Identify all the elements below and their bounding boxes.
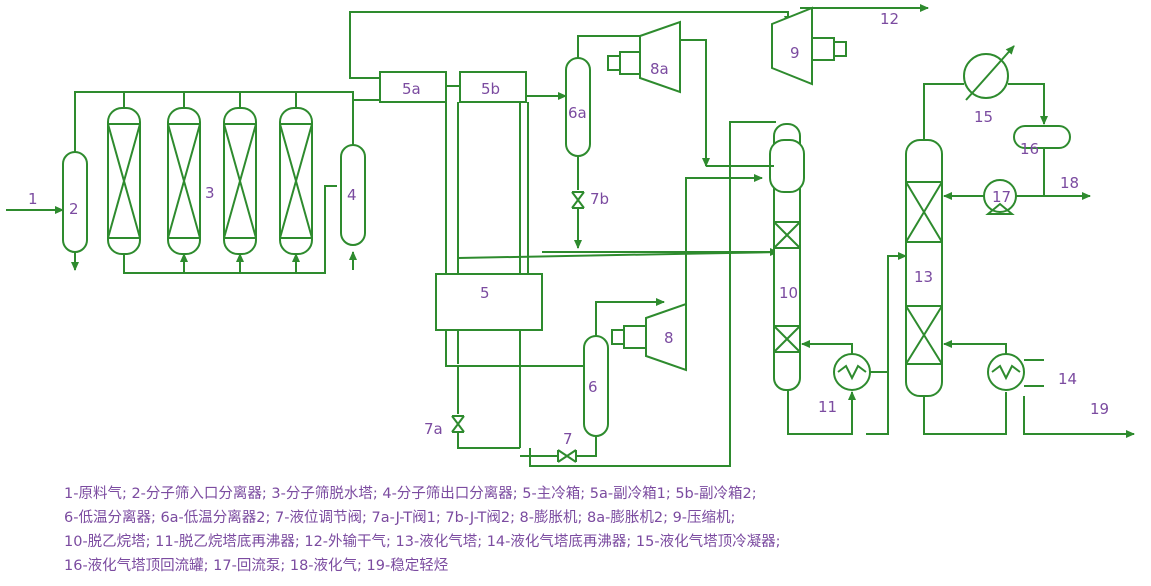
legend: 1-原料气; 2-分子筛入口分离器; 3-分子筛脱水塔; 4-分子筛出口分离器;…: [64, 482, 1144, 578]
level-valve-7-inlet: [576, 436, 597, 457]
label-12: 12: [880, 10, 899, 28]
separator-6-overhead: [595, 298, 665, 336]
flow-diagram-svg: 1 2 3 4 5 5a 5b 6 6a 7 7a 7b 8 8a 9 10 1…: [6, 4, 1135, 467]
label-5b: 5b: [481, 80, 500, 98]
label-13: 13: [914, 268, 933, 286]
label-6a: 6a: [568, 104, 587, 122]
cold-stream-to-6: [445, 102, 584, 367]
reboiler-11-feed: [787, 390, 856, 435]
reboiler-11-return: [801, 340, 853, 354]
jt-valve-7a: [451, 415, 465, 433]
label-8: 8: [664, 329, 674, 347]
reflux-drum-16: [1013, 125, 1071, 149]
compressor-9-motor: [811, 37, 835, 61]
dehydrator-towers-3: [107, 107, 313, 255]
reboiler-11-outlet: [866, 371, 889, 435]
sub-cold-box-5b: [459, 71, 527, 103]
main-cold-box-5: [435, 273, 543, 331]
label-4: 4: [347, 186, 357, 204]
label-17: 17: [992, 188, 1011, 206]
expander-8-motor-end: [611, 329, 625, 345]
feed-to-column-13: [887, 252, 907, 372]
expander-8a-motor-end: [607, 55, 621, 71]
label-15: 15: [974, 108, 993, 126]
label-1: 1: [28, 190, 38, 208]
pump-17-base: [985, 202, 1015, 215]
label-7: 7: [563, 430, 573, 448]
legend-line-4: 16-液化气塔顶回流罐; 17-回流泵; 18-液化气; 19-稳定轻烃: [64, 558, 449, 574]
expander-8a-motor: [619, 51, 641, 75]
reboiler-14-heating-lines: [1024, 359, 1044, 387]
expander-8a-outlet: [680, 39, 710, 167]
label-19: 19: [1090, 400, 1109, 418]
column-13-overhead: [923, 83, 964, 140]
deethanizer-top-section: [769, 139, 805, 193]
jt-valve-7a-outlet: [457, 432, 520, 449]
recycle-to-column-10: [529, 121, 776, 467]
label-6: 6: [588, 378, 598, 396]
reboiler-11-coil: [837, 364, 867, 381]
label-10: 10: [779, 284, 798, 302]
separator-6a-overhead: [577, 35, 640, 58]
column-13-packing-2: [905, 305, 943, 365]
reboiler-14-feed: [923, 392, 1007, 435]
label-5a: 5a: [402, 80, 421, 98]
condenser-15-diagonal: [965, 45, 1015, 101]
label-5: 5: [480, 284, 490, 302]
column-10-packing-2: [773, 325, 801, 353]
expander-8-outlet: [685, 174, 763, 304]
label-16: 16: [1020, 140, 1039, 158]
label-11: 11: [818, 398, 837, 416]
column-10-packing-1: [773, 221, 801, 249]
label-14: 14: [1058, 370, 1077, 388]
label-8a: 8a: [650, 60, 669, 78]
jt-valve-7b: [571, 191, 585, 209]
separator-4-overhead: [352, 99, 380, 145]
residue-gas-to-compressor: [349, 11, 792, 79]
dehydrator-bottom-header: [123, 185, 337, 274]
expander-8a: [639, 20, 681, 94]
reboiler-14-coil: [991, 364, 1021, 381]
reboiler-14-return: [943, 340, 1007, 354]
column-13-packing-1: [905, 181, 943, 243]
level-control-valve-7: [557, 449, 577, 463]
label-9: 9: [790, 44, 800, 62]
compressor-9-motor-end: [833, 41, 847, 57]
expander-8-motor: [623, 325, 647, 349]
label-7a: 7a: [424, 420, 443, 438]
label-3: 3: [205, 184, 215, 202]
inlet-separator-2: [62, 151, 88, 253]
label-2: 2: [69, 200, 79, 218]
legend-line-2: 6-低温分离器; 6a-低温分离器2; 7-液位调节阀; 7a-J-T阀1; 7…: [64, 510, 736, 526]
condenser-15-outlet: [1008, 83, 1048, 125]
compressor-9: [771, 6, 813, 86]
dehydrator-inlets: [123, 92, 297, 108]
legend-line-3: 10-脱乙烷塔; 11-脱乙烷塔底再沸器; 12-外输干气; 13-液化气塔; …: [64, 534, 781, 550]
legend-line-1: 1-原料气; 2-分子筛入口分离器; 3-分子筛脱水塔; 4-分子筛出口分离器;…: [64, 486, 757, 502]
label-7b: 7b: [590, 190, 609, 208]
label-18: 18: [1060, 174, 1079, 192]
stabilized-light-oil-line: [1023, 396, 1135, 438]
